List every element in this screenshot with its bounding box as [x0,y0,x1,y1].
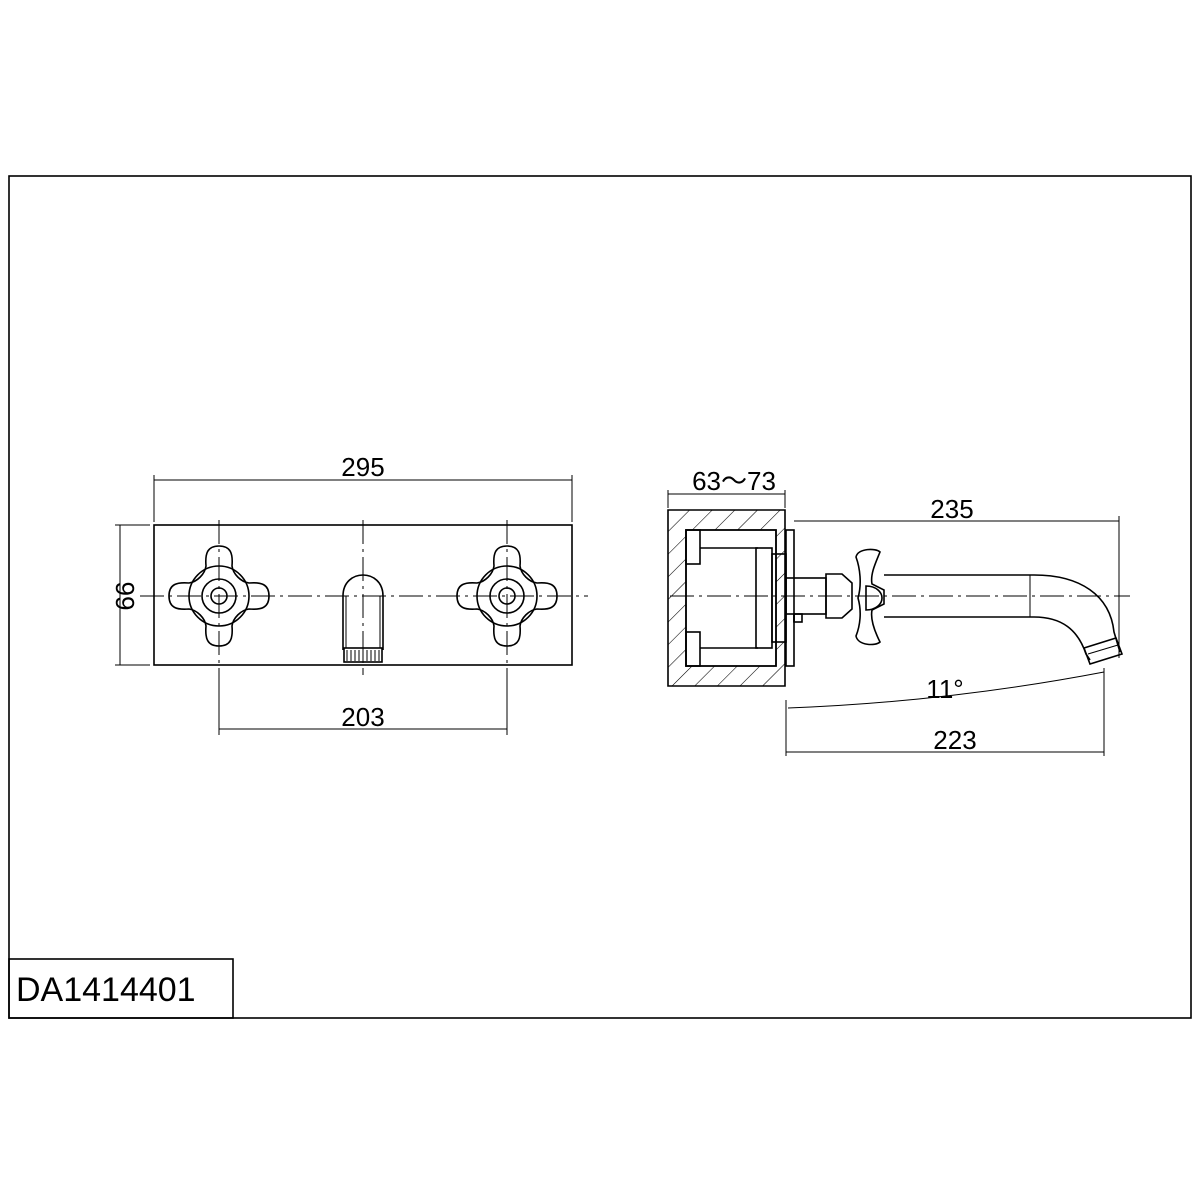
spout-angle-label: 11° [926,674,963,704]
spout-length-label: 235 [930,494,973,524]
plate-height-label: 99 [110,582,140,611]
front-view: 295 99 203 [110,452,588,735]
spout-front [342,574,384,663]
dimension-plate-height: 99 [110,524,150,666]
model-code: DA1414401 [16,971,196,1009]
plate-width-label: 295 [341,452,384,482]
dimension-plate-width: 295 [153,452,573,522]
drawing-frame [8,175,1192,1019]
dimension-handle-spacing: 203 [218,668,508,735]
dimension-wall-depth: 63～73 [667,466,786,508]
dimension-spout-length: 235 [794,494,1120,658]
side-view: 63～73 235 11° 223 [667,466,1130,756]
handle-spacing-label: 203 [341,702,384,732]
spout-side [884,574,1124,665]
spout-projection-label: 223 [933,725,976,755]
wall-depth-label: 63～73 [692,466,776,496]
dimension-spout-angle: 11° [787,671,1105,709]
dimension-spout-projection: 223 [785,668,1105,756]
title-block [8,958,234,1019]
handle-side [785,548,885,646]
